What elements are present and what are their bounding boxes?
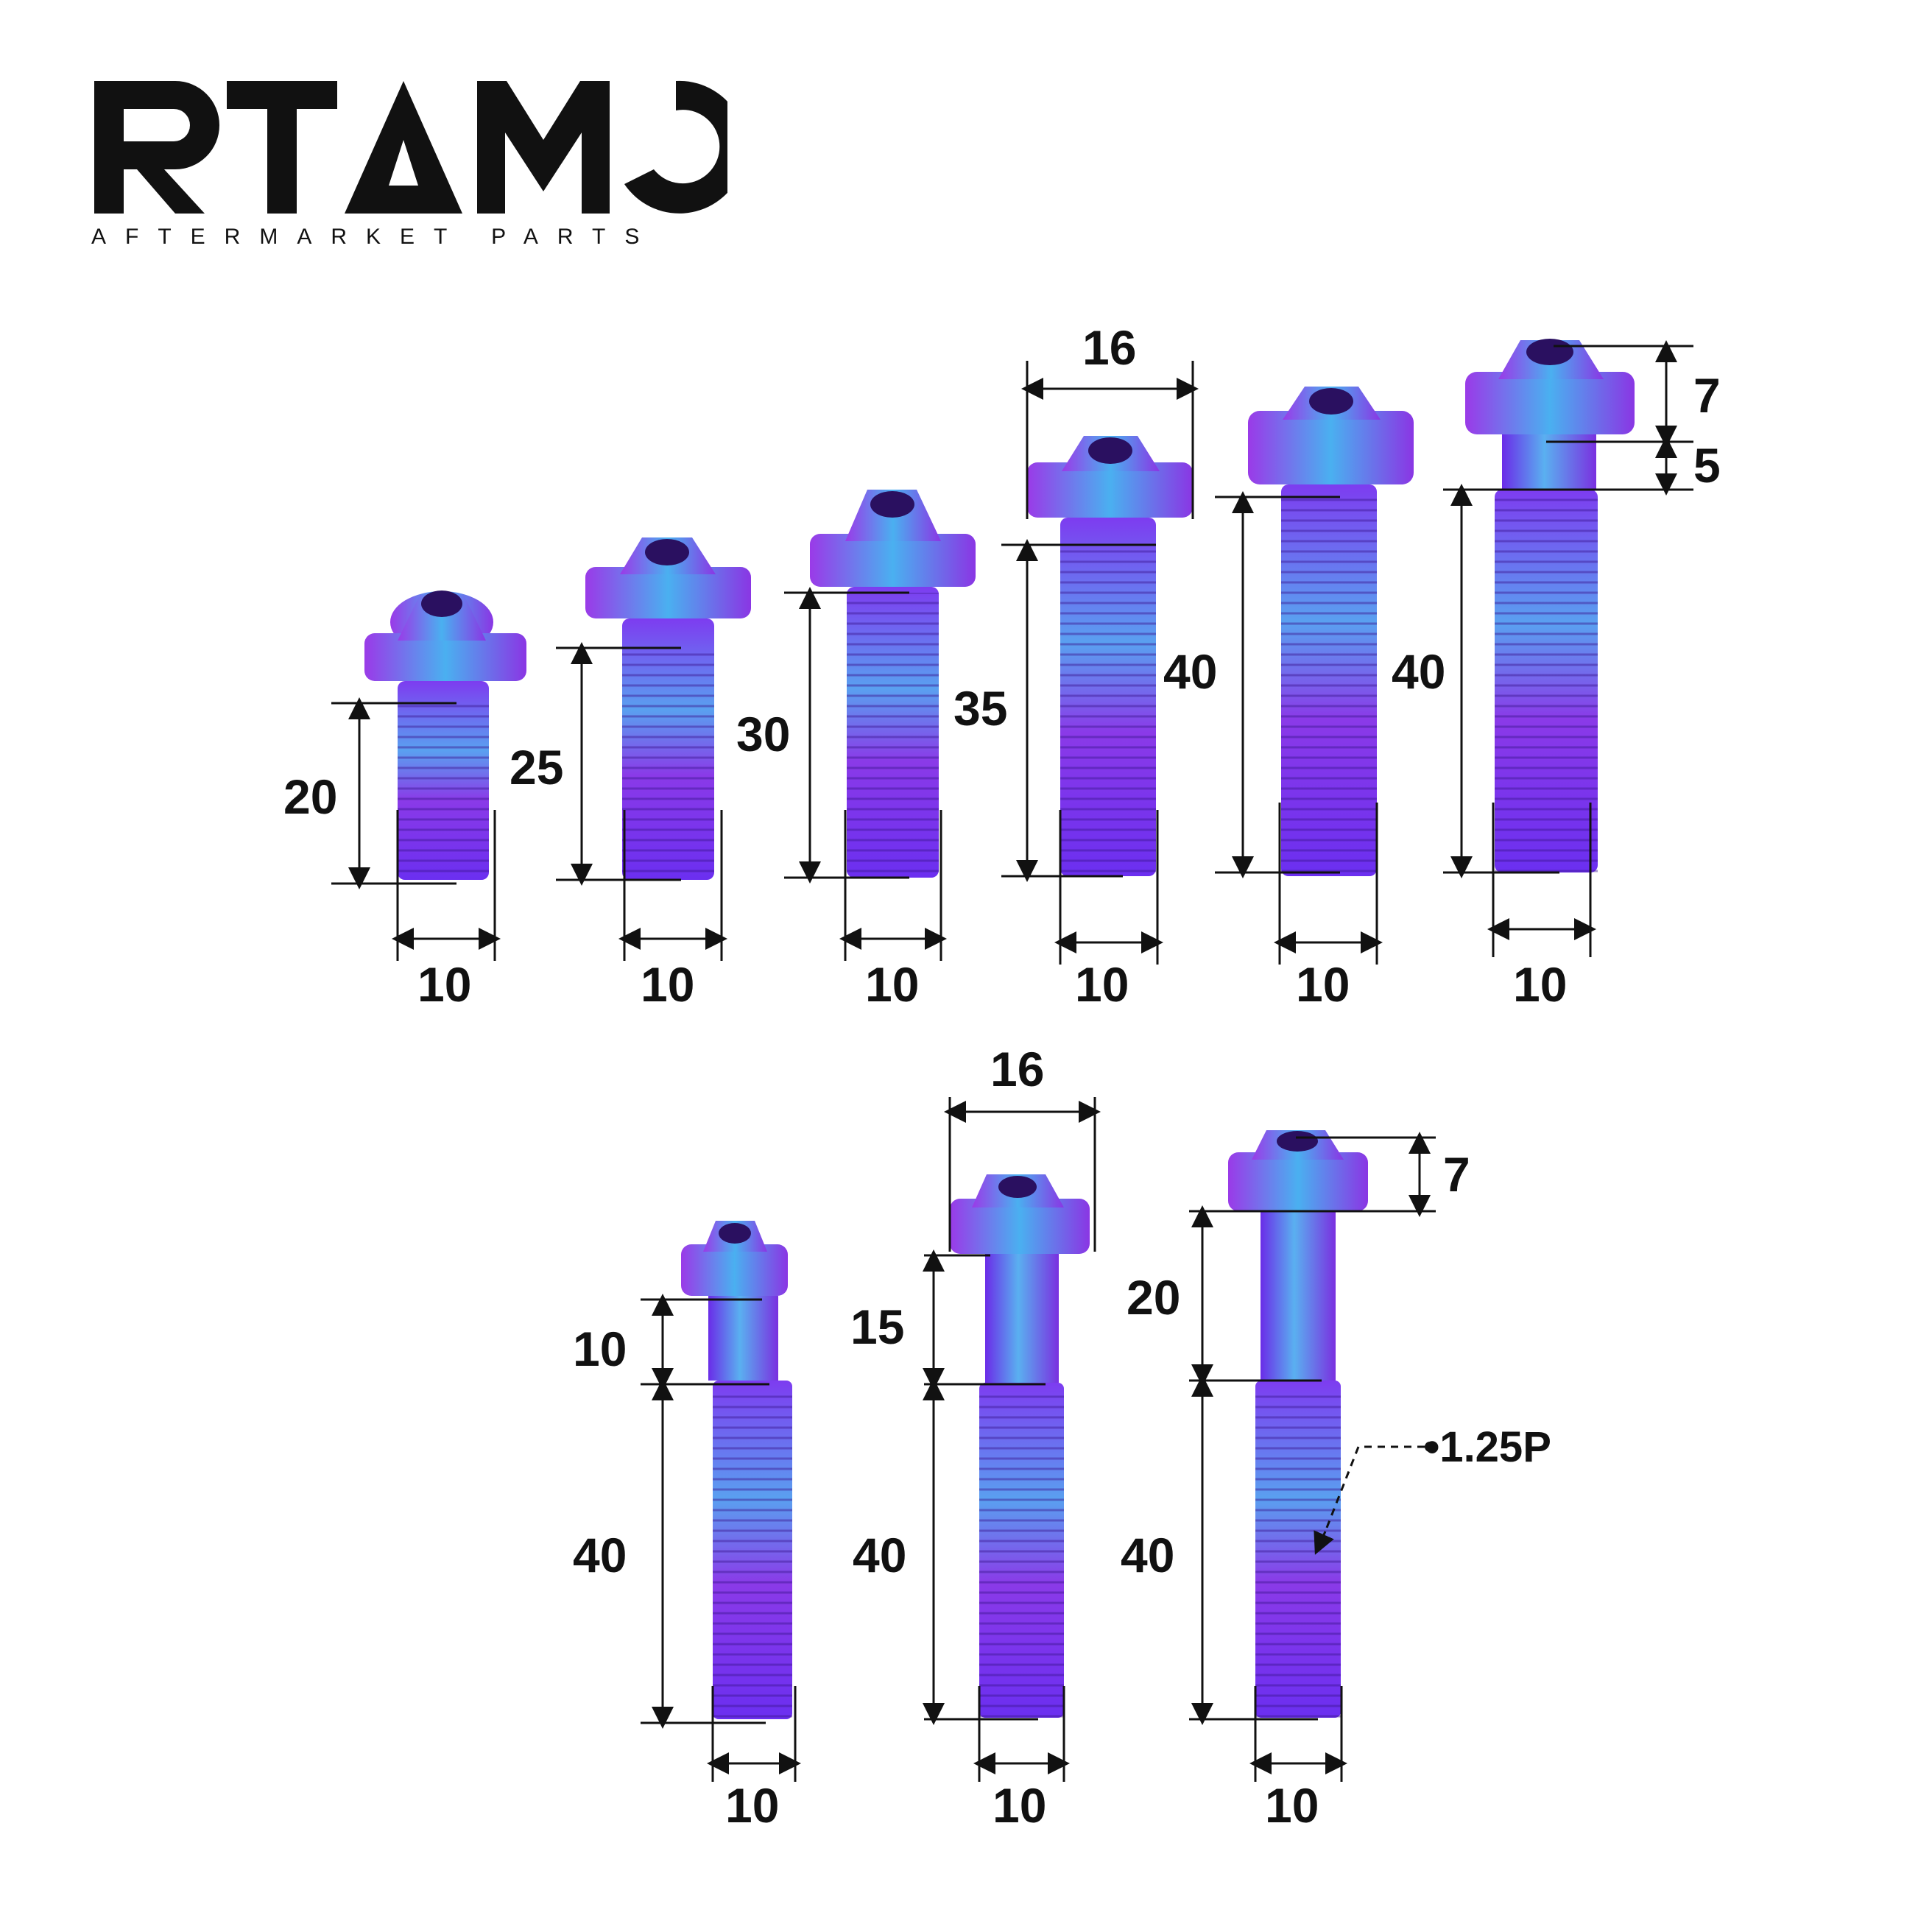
bolt-4-dims [1001, 361, 1199, 965]
bolt-5-diameter: 10 [1296, 957, 1350, 1012]
bolt-3-dims [784, 587, 947, 961]
bolt-6-thread-length: 40 [1392, 644, 1445, 699]
bolt-3-thread-length: 30 [736, 707, 790, 761]
bolt-9 [1228, 1130, 1368, 1718]
bolt-9-shank-length: 20 [1127, 1270, 1180, 1325]
bolt-8-diameter: 10 [993, 1778, 1046, 1833]
bolt-8-dims [923, 1097, 1101, 1782]
bolt-7-dims [641, 1294, 801, 1782]
bolt-8-shank-length: 15 [850, 1300, 904, 1354]
pitch-bullet [1425, 1442, 1435, 1452]
bolt-9-head-height: 7 [1443, 1147, 1470, 1202]
bolt-6-diameter: 10 [1513, 957, 1567, 1012]
bolt-1-diameter: 10 [417, 957, 471, 1012]
bolt-3 [810, 490, 976, 878]
bolt-6-shank-length: 5 [1693, 438, 1721, 493]
bolt-2-thread-length: 25 [510, 740, 563, 794]
bolt-5-thread-length: 40 [1163, 644, 1217, 699]
bolt-1-thread-length: 20 [283, 769, 337, 824]
bolt-6-head-height: 7 [1693, 368, 1721, 423]
bolt-9-diameter: 10 [1265, 1778, 1319, 1833]
bolt-9-thread-length: 40 [1121, 1528, 1174, 1582]
bolt-2-diameter: 10 [641, 957, 694, 1012]
bolt-5 [1248, 387, 1414, 876]
bolt-9-thread-pitch: •1.25P [1425, 1423, 1551, 1471]
bolt-4-diameter: 10 [1075, 957, 1129, 1012]
bolt-7-diameter: 10 [725, 1778, 779, 1833]
bolt-7 [681, 1221, 792, 1719]
bolt-4 [1027, 436, 1193, 876]
bolt-6 [1465, 339, 1635, 872]
bolt-6-dims [1443, 340, 1693, 957]
bolt-8-head-diameter: 16 [990, 1042, 1044, 1096]
bolt-4-head-diameter: 16 [1082, 320, 1136, 375]
bolt-9-dims [1189, 1132, 1436, 1782]
bolt-8-thread-length: 40 [853, 1528, 906, 1582]
bolt-7-thread-length: 40 [573, 1528, 627, 1582]
bolt-3-diameter: 10 [865, 957, 919, 1012]
bolt-7-shank-length: 10 [573, 1322, 627, 1376]
bolt-1 [364, 590, 526, 880]
bolt-2-dims [556, 642, 727, 961]
rtamo-logo [94, 80, 727, 214]
bolt-4-thread-length: 35 [953, 681, 1007, 736]
bolt-2 [585, 537, 751, 880]
bolt-5-dims [1215, 491, 1383, 965]
bolt-1-dims [331, 697, 501, 961]
bolt-8 [950, 1174, 1090, 1718]
brand-tagline: AFTERMARKET PARTS [91, 225, 659, 249]
